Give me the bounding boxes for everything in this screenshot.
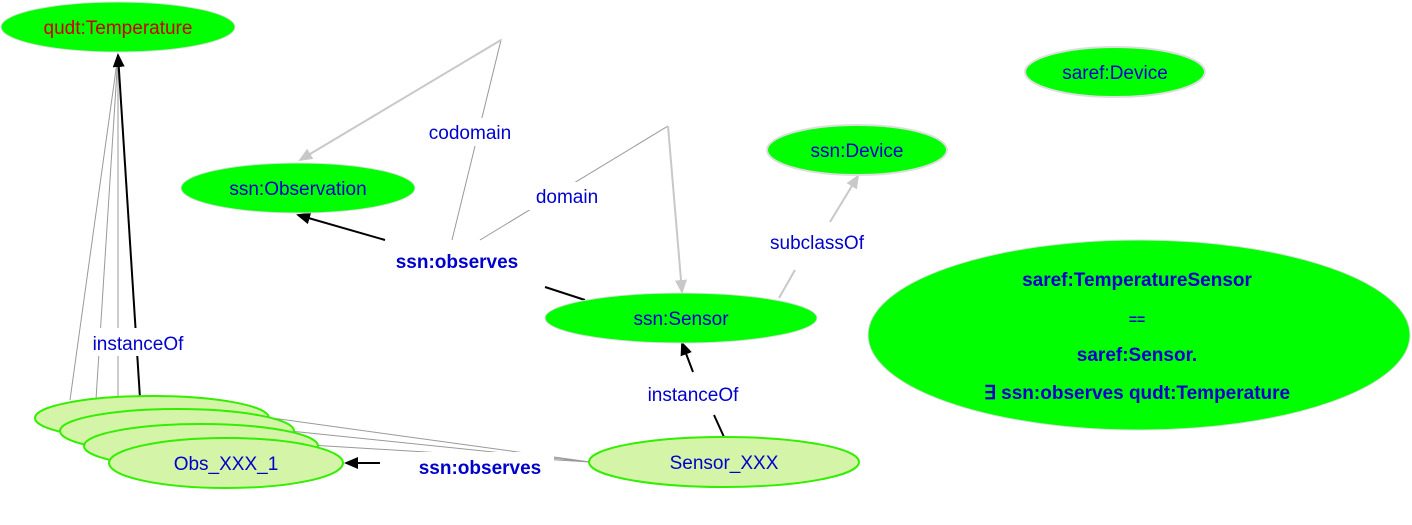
node-ssn-observation[interactable]: ssn:Observation [180,162,416,214]
node-saref-device[interactable]: saref:Device [1024,46,1206,98]
edge-label-observes-property-text: ssn:observes [396,252,519,273]
node-obs-instance[interactable]: Obs_XXX_1 [108,437,344,489]
node-saref-device-label: saref:Device [1062,63,1168,84]
node-ssn-device-label: ssn:Device [811,141,904,162]
instance-of-fan-edges [69,53,144,446]
definition-line-1: saref:TemperatureSensor [1022,270,1252,291]
edge-label-observes-instance-text: ssn:observes [419,458,542,479]
edge-label-domain-text: domain [536,187,598,208]
node-qudt-temperature[interactable]: qudt:Temperature [0,1,236,53]
edge-label-instance-of-sensor: instanceOf [637,379,749,407]
node-saref-temperature-sensor-definition[interactable]: saref:TemperatureSensor == saref:Sensor.… [867,239,1411,431]
node-obs-instance-label: Obs_XXX_1 [174,454,279,475]
edge-label-subclass-of-text: subclassOf [770,233,865,254]
node-ssn-observation-label: ssn:Observation [229,179,366,200]
sensor-instance-of-edge [680,341,725,438]
node-sensor-instance-label: Sensor_XXX [670,453,779,474]
codomain-edge [298,38,502,241]
node-qudt-temperature-label: qudt:Temperature [44,18,193,39]
node-sensor-instance[interactable]: Sensor_XXX [588,436,860,488]
definition-line-4: ∃ ssn:observes qudt:Temperature [984,383,1290,404]
observes-property-edge [296,212,586,301]
edge-label-codomain-text: codomain [429,123,511,144]
edge-label-observes-instance: ssn:observes [406,452,554,480]
subclass-of-edge [778,174,860,299]
node-ssn-device[interactable]: ssn:Device [766,124,948,176]
edge-label-domain: domain [527,182,607,210]
edge-label-instance-of-sensor-text: instanceOf [648,385,740,406]
edge-label-observes-property: ssn:observes [383,246,531,274]
edge-label-instance-of-obs: instanceOf [82,328,194,356]
definition-line-2: == [1129,311,1145,327]
definition-line-3: saref:Sensor. [1077,345,1197,366]
node-ssn-sensor[interactable]: ssn:Sensor [544,292,818,344]
edge-label-subclass-of: subclassOf [760,228,872,256]
edge-label-instance-of-obs-text: instanceOf [93,334,185,355]
node-ssn-sensor-label: ssn:Sensor [633,309,729,330]
edge-label-codomain: codomain [418,118,522,146]
